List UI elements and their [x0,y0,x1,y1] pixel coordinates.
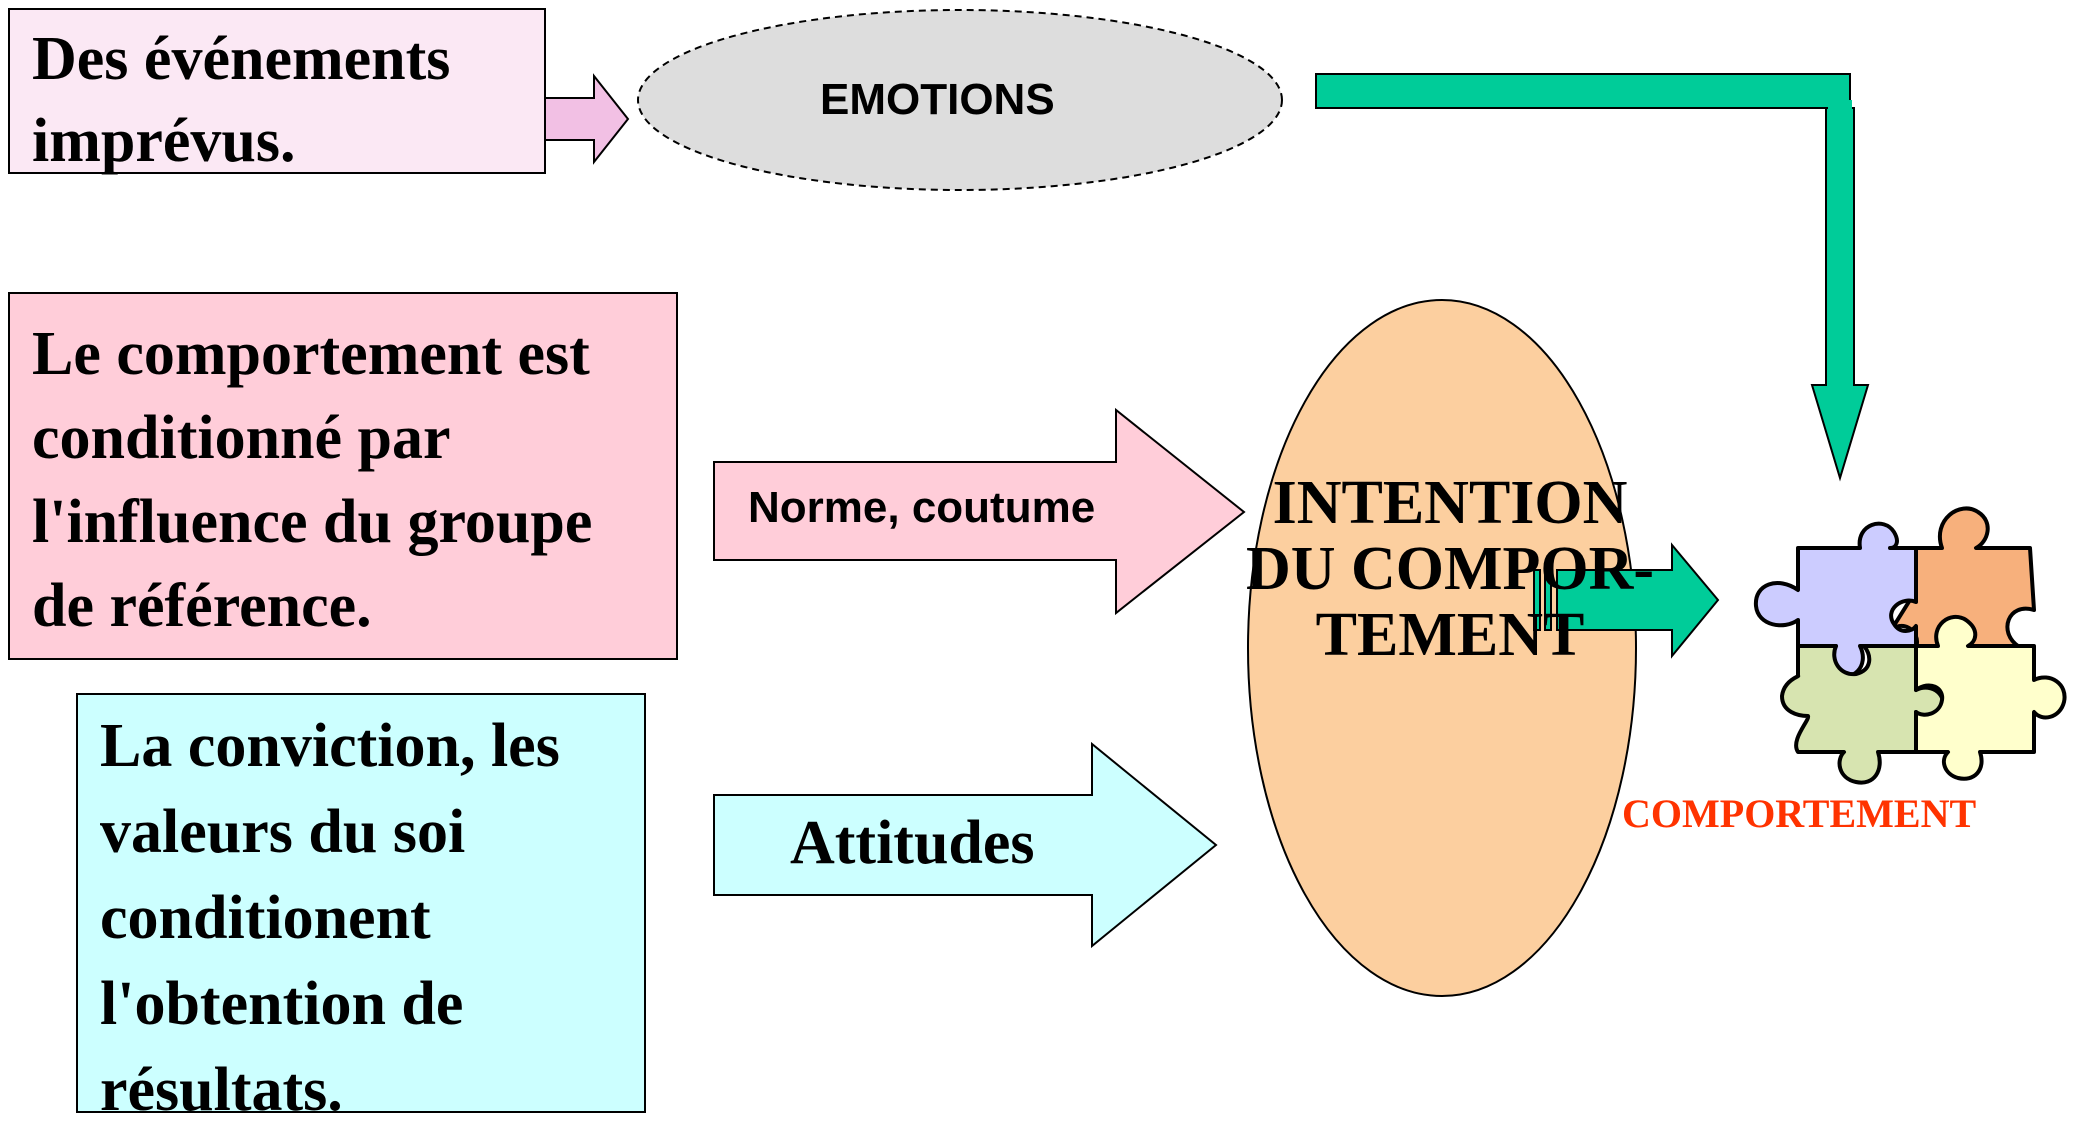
influence-line-2: conditionné par [32,404,451,472]
norme-label: Norme, coutume [748,483,1096,532]
attitudes-arrow [713,741,1218,949]
influence-line-1: Le comportement est [32,320,590,388]
influence-box: Le comportement est conditionné par l'in… [8,292,678,660]
intention-to-behavior-arrow [1533,542,1720,659]
conviction-line-4: l'obtention de [100,970,464,1038]
events-line-1: Des événements [32,25,451,93]
emotions-label: EMOTIONS [820,75,1055,124]
attitudes-label: Attitudes [790,809,1035,877]
emotions-ellipse [637,9,1283,191]
intention-label: INTENTION DU COMPOR-TEMENT [1245,469,1655,669]
conviction-box: La conviction, les valeurs du soi condit… [76,693,646,1124]
puzzle-piece-green [1780,644,1945,785]
comportement-label: COMPORTEMENT [1622,791,1977,836]
influence-line-3: l'influence du groupe [32,488,593,556]
puzzle-pieces-icon [1753,506,2067,785]
events-box: Des événements imprévus. [8,8,546,175]
diagram-shapes [493,9,2067,997]
events-line-2: imprévus. [32,107,296,175]
conviction-line-2: valeurs du soi [100,798,466,866]
diagram: Des événements imprévus. Le comportement… [8,8,2067,1124]
intention-ellipse [1247,299,1637,997]
puzzle-piece-yellow [1914,614,2067,781]
conviction-line-1: La conviction, les [100,712,560,780]
conviction-line-3: conditionent [100,884,431,952]
norme-arrow [713,407,1246,616]
conviction-line-5: résultats. [100,1056,343,1124]
influence-line-4: de référence. [32,572,372,640]
